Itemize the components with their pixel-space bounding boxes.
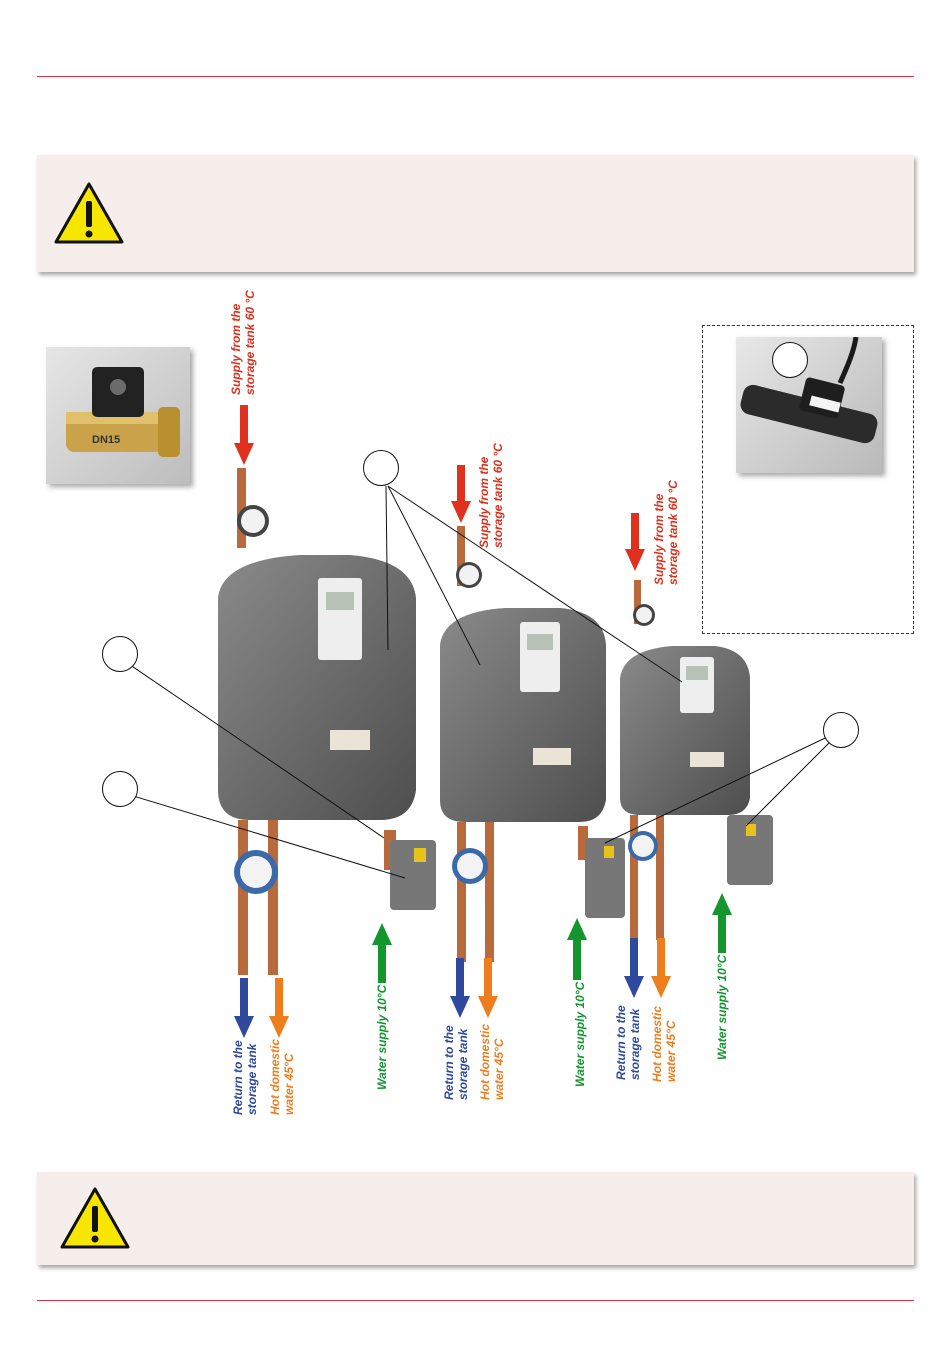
callout-lines [119, 485, 843, 879]
label-hot-unit2: Hot domestic water 45°C [478, 1022, 506, 1100]
flow-sensor-photo [736, 336, 882, 473]
label-cold-unit1: Water supply 10°C [375, 985, 389, 1090]
unit-small [620, 580, 773, 940]
cold-water-arrows [372, 893, 732, 983]
label-hot-unit1: Hot domestic water 45°C [268, 1037, 296, 1115]
label-text: Water supply 10°C [573, 981, 587, 1087]
label-supply-unit3: Supply from the storage tank 60 °C [652, 465, 680, 585]
callout-circle-sensor [772, 342, 808, 378]
warning-box-top [37, 155, 914, 272]
callout-circle-right [823, 712, 859, 748]
label-supply-unit2: Supply from the storage tank 60 °C [477, 428, 505, 548]
warning-triangle-icon [60, 1187, 130, 1249]
label-cold-unit2: Water supply 10°C [573, 982, 587, 1087]
callout-circle-housing [363, 450, 399, 486]
label-text: Supply from the storage tank 60 °C [229, 290, 257, 395]
unit-large [218, 468, 436, 975]
unit-medium [440, 526, 625, 962]
callout-circle-left-lower [102, 771, 138, 807]
svg-text:DN15: DN15 [92, 434, 120, 446]
label-return-unit3: Return to the storage tank [614, 1000, 642, 1080]
label-hot-unit3: Hot domestic water 45°C [650, 1004, 678, 1082]
callout-circle-left-upper [102, 636, 138, 672]
bottom-rule [37, 1300, 914, 1301]
label-return-unit2: Return to the storage tank [442, 1020, 470, 1100]
warning-box-bottom [37, 1172, 914, 1265]
label-text: Return to the storage tank [614, 1005, 642, 1080]
accessory-dashed-box [702, 325, 914, 634]
hot-water-arrows [269, 938, 671, 1038]
label-supply-unit1: Supply from the storage tank 60 °C [229, 275, 257, 395]
label-text: Supply from the storage tank 60 °C [477, 443, 505, 548]
label-return-unit1: Return to the storage tank [231, 1035, 259, 1115]
label-text: Return to the storage tank [442, 1025, 470, 1100]
label-text: Water supply 10°C [715, 954, 729, 1060]
supply-arrows [234, 405, 645, 571]
top-rule [37, 76, 914, 77]
label-text: Return to the storage tank [231, 1040, 259, 1115]
label-text: Hot domestic water 45°C [478, 1023, 506, 1100]
label-text: Supply from the storage tank 60 °C [652, 480, 680, 585]
label-text: Hot domestic water 45°C [268, 1038, 296, 1115]
valve-photo: DN15 [46, 347, 190, 484]
label-cold-unit3: Water supply 10°C [715, 955, 729, 1060]
label-text: Water supply 10°C [375, 984, 389, 1090]
label-text: Hot domestic water 45°C [650, 1005, 678, 1082]
return-arrows [234, 938, 644, 1038]
warning-triangle-icon [54, 182, 124, 244]
